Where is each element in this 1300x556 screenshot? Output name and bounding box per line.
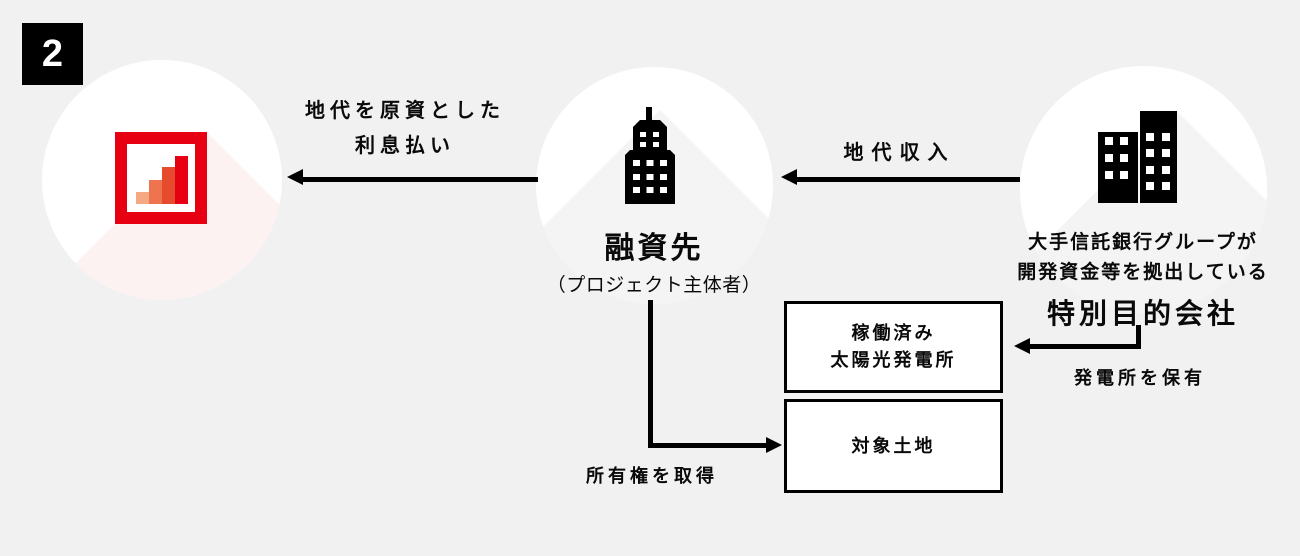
arrow-rent-head xyxy=(781,169,797,185)
logo-bar-4 xyxy=(175,156,188,204)
arrow-rent-shaft xyxy=(797,177,1020,182)
node-spc: 大手信託銀行グループが 開発資金等を拠出している 特別目的会社 xyxy=(1017,66,1267,329)
two-buildings-icon xyxy=(1097,111,1182,203)
step-number-badge: 2 xyxy=(22,23,83,85)
arrow-own-plant-label: 発電所を保有 xyxy=(1074,368,1206,388)
step-number: 2 xyxy=(41,32,64,75)
arrow-own-land-shaft xyxy=(648,443,766,448)
arrow-own-land-head xyxy=(766,437,782,453)
target-land-label: 対象土地 xyxy=(851,435,936,456)
borrower-subtitle: （プロジェクト主体者） xyxy=(546,275,762,296)
spc-description: 大手信託銀行グループが 開発資金等を拠出している xyxy=(993,228,1293,288)
node-borrower: 融資先 （プロジェクト主体者） xyxy=(536,67,773,304)
logo-bar-2 xyxy=(149,180,162,204)
arrow-own-plant-shaft xyxy=(1030,344,1141,349)
arrow-interest-shaft xyxy=(302,177,538,182)
solar-plant-line1: 稼働済み xyxy=(851,323,936,343)
arrow-own-land-vertical xyxy=(648,300,653,448)
logo-bar-1 xyxy=(136,192,149,204)
arrow-interest-label-line2: 利息払い xyxy=(355,135,455,157)
node-lender xyxy=(42,60,282,300)
arrow-interest-label: 地代を原資とした 利息払い xyxy=(265,94,545,164)
spc-title: 特別目的会社 xyxy=(1046,298,1239,329)
target-land-box: 対象土地 xyxy=(784,399,1003,493)
spc-description-line1: 大手信託銀行グループが xyxy=(1028,232,1258,253)
borrower-title: 融資先 xyxy=(604,232,704,265)
office-building-icon xyxy=(625,107,675,204)
arrow-rent-label: 地代収入 xyxy=(843,142,956,164)
arrow-own-land-label: 所有権を取得 xyxy=(586,466,718,486)
spc-description-line2: 開発資金等を拠出している xyxy=(1017,262,1269,283)
solar-plant-box: 稼働済み 太陽光発電所 xyxy=(784,301,1003,393)
solar-plant-line2: 太陽光発電所 xyxy=(830,350,957,370)
bar-chart-growth-logo-icon xyxy=(115,132,207,224)
arrow-interest-head xyxy=(287,169,303,185)
arrow-interest-label-line1: 地代を原資とした xyxy=(305,100,505,122)
arrow-own-plant-vertical xyxy=(1136,325,1141,349)
logo-bar-3 xyxy=(162,167,175,204)
arrow-own-plant-head xyxy=(1014,338,1030,354)
